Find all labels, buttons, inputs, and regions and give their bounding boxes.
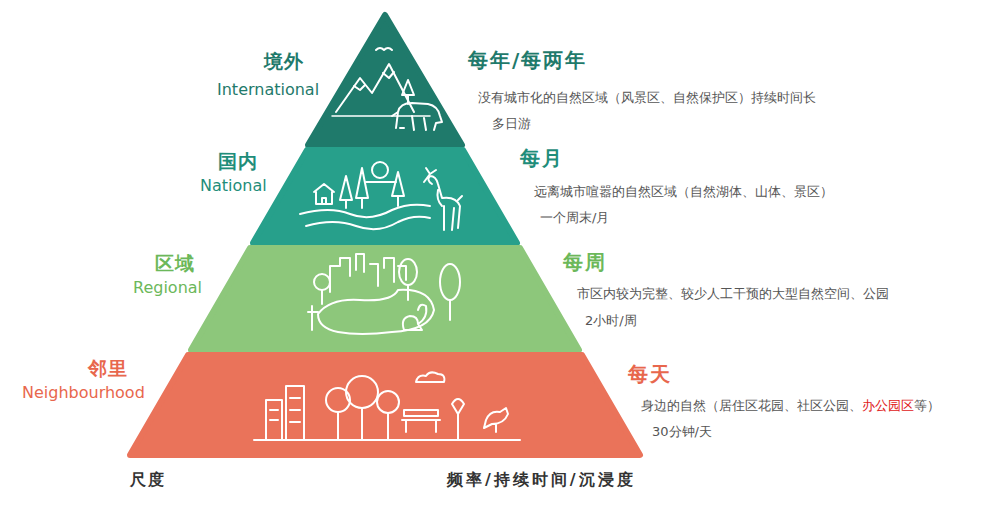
scale-label-en: National	[200, 176, 267, 195]
band-shape	[252, 150, 518, 243]
description: 办公园区	[862, 398, 914, 414]
description: 2小时/周	[585, 313, 637, 329]
axis-label: 频率/持续时间/沉浸度	[447, 470, 636, 489]
pyramid-band: 境外International每年/每两年没有城市化的自然区域（风景区、自然保护…	[304, 15, 466, 145]
band-shape	[130, 355, 640, 455]
scale-label: 境外	[264, 50, 304, 73]
scale-label-en: Regional	[133, 278, 202, 297]
scale-label: 邻里	[88, 357, 128, 380]
pyramid-band: 国内National每月远离城市喧嚣的自然区域（自然湖体、山体、景区）一个周末/…	[252, 150, 518, 243]
scale-label-en: International	[217, 80, 319, 99]
scale-label: 国内	[218, 150, 258, 173]
frequency-heading: 每年/每两年	[468, 48, 587, 72]
duration: 30分钟/天	[652, 424, 712, 440]
description: 远离城市喧嚣的自然区域（自然湖体、山体、景区）	[534, 184, 833, 200]
scale-label-en: Neighbourhood	[22, 383, 145, 402]
band-shape	[304, 15, 466, 145]
pyramid-band: 邻里Neighbourhood每天身边的自然（居住区花园、社区公园、办公园区等）…	[130, 355, 640, 455]
frequency-heading: 每月	[520, 146, 564, 170]
description: 身边的自然（居住区花园、社区公园、	[641, 398, 862, 414]
description: 一个周末/月	[540, 210, 609, 226]
description: 等）	[914, 398, 940, 414]
scale-label: 区域	[155, 252, 195, 275]
frequency-heading: 每天	[628, 362, 672, 386]
axis-label: 尺度	[130, 470, 166, 489]
frequency-heading: 每周	[563, 250, 607, 274]
band-shape	[190, 248, 580, 350]
pyramid-band: 区域Regional每周市区内较为完整、较少人工干预的大型自然空间、公园2小时/…	[190, 248, 580, 350]
description: 多日游	[492, 116, 531, 132]
description: 市区内较为完整、较少人工干预的大型自然空间、公园	[577, 286, 889, 302]
description: 没有城市化的自然区域（风景区、自然保护区）持续时间长	[478, 90, 816, 106]
